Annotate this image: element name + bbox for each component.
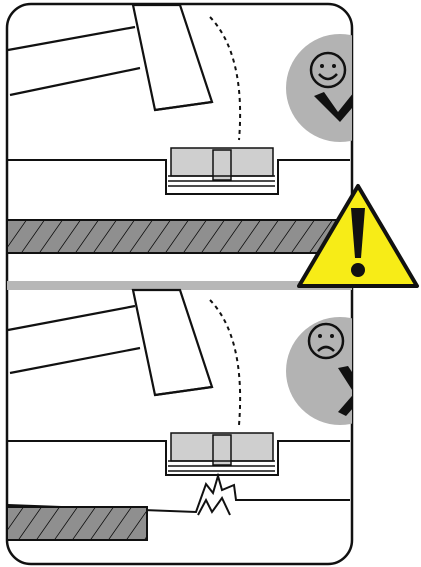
lever-arm-top <box>7 4 214 112</box>
panel-correct <box>7 4 352 254</box>
panel-incorrect <box>7 288 352 541</box>
motion-path-bottom <box>209 299 242 426</box>
cross-mark-icon <box>338 360 352 418</box>
separator-bar <box>7 281 352 290</box>
support-block-partial <box>7 506 148 541</box>
motion-path-top <box>209 16 242 141</box>
component-bottom <box>168 432 275 472</box>
smiley-face-icon <box>309 51 347 89</box>
crack-mark <box>7 472 350 516</box>
component-top <box>168 147 275 187</box>
base-surface-top <box>8 159 350 195</box>
lever-arm-bottom <box>7 288 214 397</box>
checkmark-icon <box>314 62 352 122</box>
support-block-intact <box>7 219 352 254</box>
warning-triangle-icon <box>297 184 419 288</box>
badge-correct <box>286 34 352 142</box>
sad-face-icon <box>307 322 345 360</box>
base-surface-bottom <box>8 440 350 476</box>
badge-incorrect <box>286 317 352 425</box>
